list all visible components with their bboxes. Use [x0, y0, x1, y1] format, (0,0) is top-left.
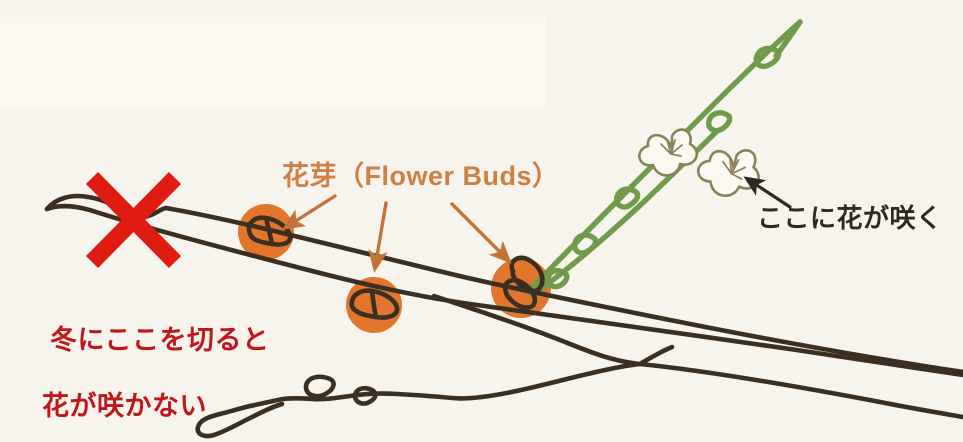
flower-1: [638, 128, 699, 177]
branch-twig-node-1: [303, 374, 336, 399]
warning-line-2: 花が咲かない: [42, 390, 207, 421]
flower-1-petals: [638, 128, 699, 177]
warning-line-1: 冬にここを切ると: [50, 324, 270, 355]
bud-shape-1: [246, 215, 293, 247]
flower-1-stamens: [660, 139, 683, 157]
flower-2-stamens: [722, 157, 747, 180]
arrow-to-bud-3-icon: [450, 202, 512, 264]
arrow-to-bud-2-icon: [368, 201, 388, 273]
top-left-panel: [0, 17, 546, 109]
arrow-to-flower-icon: [743, 176, 792, 209]
bud-shape-2: [349, 288, 400, 320]
green-branch-node-top: [753, 45, 782, 70]
flower-group: [638, 128, 760, 197]
branch-fork-junction: [637, 344, 675, 367]
bud-shape-3: [502, 255, 545, 310]
cross-mark-icon: [85, 172, 182, 268]
green-branch-node-mid: [706, 110, 733, 134]
branch-lower-main: [431, 293, 963, 420]
bloom-here-label: ここに花が咲く: [757, 203, 943, 233]
green-branch-node-lowmid: [614, 186, 641, 210]
arrow-to-bud-1-icon: [281, 194, 337, 230]
flower-2-petals: [696, 149, 760, 197]
green-branch-node-lower: [572, 232, 599, 256]
arrow-group: [281, 176, 792, 273]
flower-buds-label: 花芽（Flower Buds）: [282, 161, 560, 191]
branch-upper-secondary: [163, 205, 963, 375]
branch-fork-twig: [247, 361, 643, 409]
bud-shape-group: [246, 215, 545, 320]
branch-fork-tip: [195, 401, 285, 439]
warning-label: 冬にここを切ると 花が咲かない: [18, 291, 269, 442]
branch-twig-node-2: [352, 385, 378, 406]
brown-branch-group: [44, 193, 963, 439]
green-branch-node-base: [545, 268, 570, 290]
flower-2: [696, 149, 760, 197]
